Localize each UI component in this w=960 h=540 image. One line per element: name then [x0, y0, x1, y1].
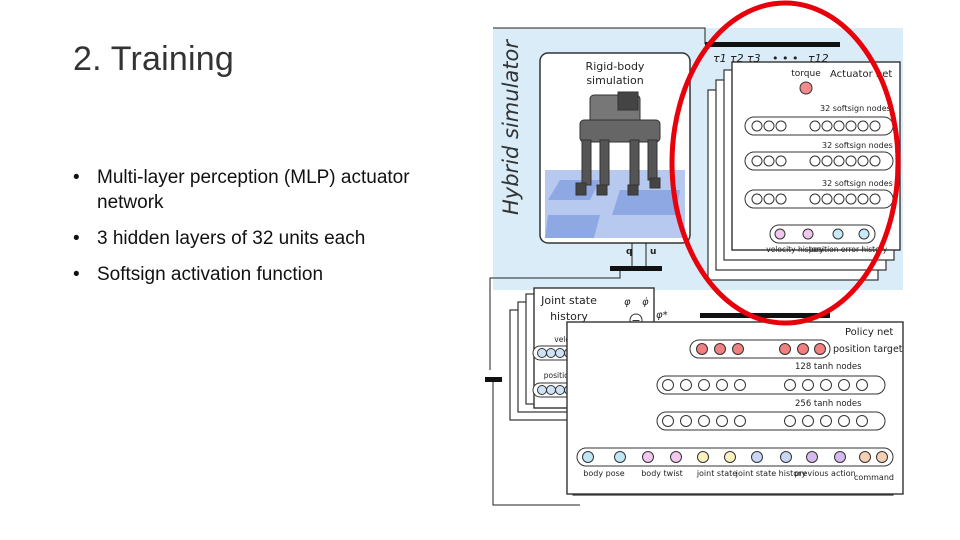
rigid-body-label: simulation — [586, 74, 643, 87]
floor-image — [612, 190, 680, 215]
torque-label: torque — [791, 69, 821, 79]
joint-state-title: Joint state — [540, 294, 597, 307]
layer-label: 128 tanh nodes — [795, 362, 862, 372]
torque-symbol: τ12 — [808, 52, 829, 65]
node-row — [751, 120, 881, 205]
input-node — [858, 228, 870, 240]
input-node — [774, 228, 786, 240]
layer-label: 32 softsign nodes — [822, 141, 893, 150]
layer-label: 32 softsign nodes — [822, 179, 893, 188]
phi-label: φ — [624, 297, 631, 308]
joint-state-title: history — [550, 310, 588, 323]
torque-node — [799, 81, 813, 95]
output-box — [689, 339, 831, 359]
input-label: previous action — [794, 469, 855, 478]
input-label: joint state — [696, 469, 737, 478]
input-node — [832, 228, 844, 240]
torque-symbol: • • • — [772, 52, 798, 65]
architecture-figure: Hybrid simulator Rigid-body simulation — [485, 0, 904, 506]
slide-title: 2. Training — [73, 40, 234, 78]
torque-bar — [705, 42, 840, 47]
input-label: velocity history — [766, 245, 824, 254]
input-label: command — [854, 473, 894, 482]
input-label: body pose — [583, 469, 624, 478]
bullet-item: 3 hidden layers of 32 units each — [73, 226, 433, 251]
input-label: body twist — [641, 469, 683, 478]
action-bar — [485, 377, 502, 382]
floor-image — [545, 215, 600, 238]
layer-label: 256 tanh nodes — [795, 399, 862, 409]
bullet-item: Softsign activation function — [73, 262, 433, 287]
phi-dot-label: φ̇ — [642, 296, 649, 308]
input-box — [769, 224, 876, 244]
highlight-ellipse — [669, 0, 901, 326]
robot-image — [575, 91, 661, 196]
action-bar — [700, 313, 830, 318]
input-label: position error history — [809, 245, 888, 254]
node-row — [696, 343, 826, 355]
connector-line — [492, 382, 580, 506]
rigid-body-label: Rigid-body — [586, 60, 645, 73]
node-row — [662, 379, 868, 427]
q-label: q — [626, 247, 632, 257]
u-label: u — [650, 247, 656, 257]
phi-star-label: φ* — [656, 310, 668, 321]
state-bar — [610, 266, 662, 271]
bullet-list: Multi-layer perception (MLP) actuator ne… — [73, 165, 433, 298]
connector-line — [489, 271, 621, 370]
connector-line — [493, 27, 706, 44]
hybrid-simulator-label: Hybrid simulator — [499, 39, 523, 215]
bullet-item: Multi-layer perception (MLP) actuator ne… — [73, 165, 433, 215]
policy-net-title: Policy net — [845, 327, 893, 338]
actuator-net-title: Actuator net — [830, 69, 892, 80]
torque-symbol: τ2 — [730, 52, 744, 65]
node-row — [582, 451, 888, 463]
input-node — [802, 228, 814, 240]
input-label: joint state history — [735, 469, 807, 478]
torque-symbol: τ1 — [713, 52, 727, 65]
output-label: position target — [833, 344, 903, 355]
torque-symbol: τ3 — [747, 52, 761, 65]
layer-label: 32 softsign nodes — [820, 104, 891, 113]
minus-label: − — [631, 314, 640, 327]
